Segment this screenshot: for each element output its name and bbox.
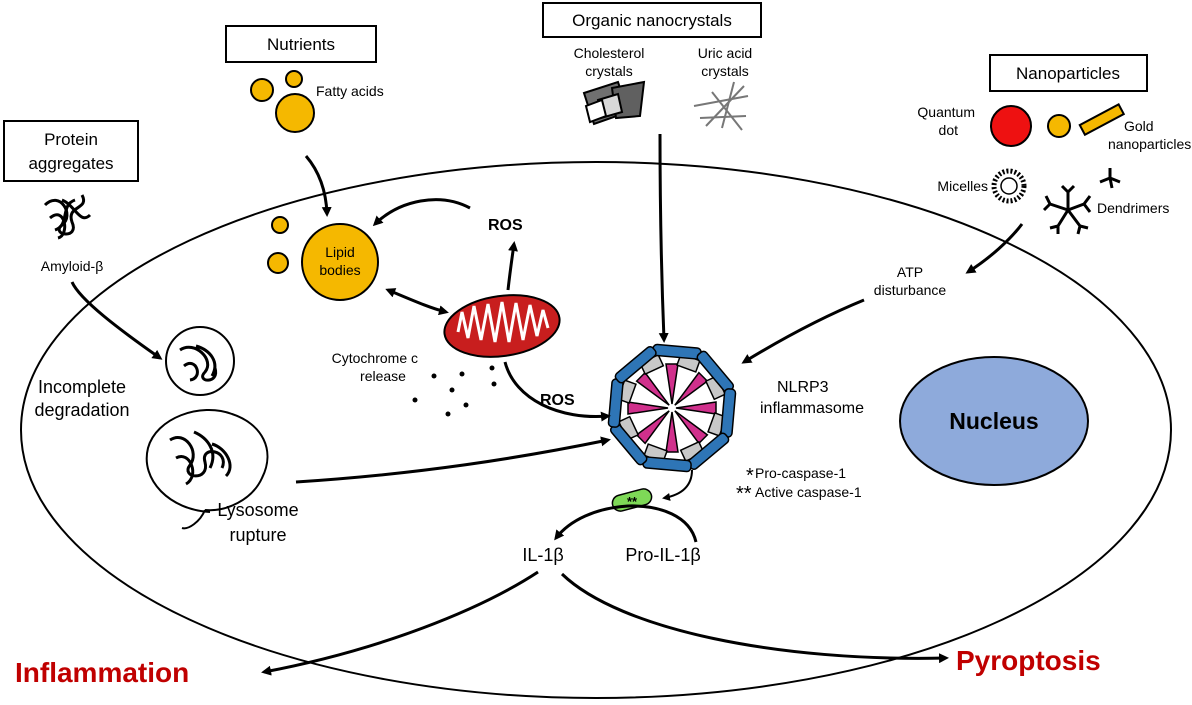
arrow-amyloid-to-autophagosome	[70, 281, 163, 360]
quantum-dot-label: dot	[939, 122, 959, 138]
mitochondrion-icon	[443, 294, 561, 358]
lipid-bodies-label: Lipid	[325, 244, 355, 260]
nanoparticles-box: Nanoparticles	[989, 54, 1148, 92]
arrow-lysosome-to-inflammasome	[295, 436, 611, 484]
pro-caspase-star: *	[746, 465, 754, 487]
gold-rod-icon	[1078, 103, 1126, 137]
autophagosome-icon	[165, 326, 235, 396]
incomplete-degradation-label: degradation	[34, 400, 129, 420]
active-caspase-icon: **	[611, 488, 653, 512]
atp-disturbance-label: disturbance	[874, 282, 947, 298]
box-label: aggregates	[28, 154, 113, 173]
gold-sphere-icon	[1047, 114, 1071, 138]
amyloid-beta-icon	[43, 194, 92, 240]
incomplete-degradation-label: Incomplete	[38, 377, 126, 397]
quantum-dot-icon	[990, 105, 1032, 147]
arrow-mito-to-inflammasome	[503, 361, 611, 422]
arrow-atp-to-inflammasome	[741, 298, 865, 364]
ruptured-lysosome-icon	[145, 409, 269, 530]
arrow-il1b-to-pyroptosis	[560, 572, 949, 664]
nucleus	[899, 356, 1089, 486]
micelles-label: Micelles	[937, 178, 988, 194]
cytochrome-dots	[412, 365, 497, 417]
pro-il1b-label: Pro-IL-1β	[625, 545, 700, 565]
lipid-bodies-label: bodies	[319, 262, 360, 278]
cell-membrane	[20, 161, 1172, 699]
nucleus-label: Nucleus	[949, 408, 1038, 434]
il1b-label: IL-1β	[522, 545, 563, 565]
arrow-pro-il1b-to-il1b	[554, 504, 698, 543]
uric-acid-crystals-label: crystals	[701, 63, 748, 79]
arrow-inflammasome-to-caspase	[662, 469, 693, 501]
pyroptosis-label: Pyroptosis	[956, 645, 1101, 676]
amyloid-beta-label: Amyloid-β	[41, 258, 104, 274]
uric-acid-crystals-icon	[693, 81, 749, 131]
cholesterol-crystals-icon	[582, 80, 646, 126]
fatty-acids-icon	[250, 70, 315, 133]
ros-mid-label: ROS	[540, 392, 575, 409]
gold-nanoparticles-label: Gold	[1124, 118, 1154, 134]
cytochrome-label: Cytochrome c	[332, 350, 418, 366]
atp-disturbance-label: ATP	[897, 264, 923, 280]
box-label: Nanoparticles	[1016, 64, 1120, 83]
cholesterol-crystals-label: Cholesterol	[574, 45, 645, 61]
arrow-nanoparticles-to-atp	[965, 223, 1024, 274]
nlrp3-label: NLRP3	[777, 379, 829, 396]
pro-caspase-label: Pro-caspase-1	[755, 465, 846, 481]
nutrients-box: Nutrients	[225, 25, 377, 63]
active-caspase-stars: **	[736, 483, 752, 505]
cytochrome-label: release	[360, 368, 406, 384]
gold-nanoparticles-label: nanoparticles	[1108, 136, 1191, 152]
active-caspase-marker: **	[627, 494, 638, 509]
ros-top-label: ROS	[488, 217, 523, 234]
box-label: Organic nanocrystals	[572, 11, 732, 30]
dendrimers-label: Dendrimers	[1097, 200, 1169, 216]
fatty-acids-label: Fatty acids	[316, 83, 384, 99]
arrow-lipid-mito	[385, 288, 449, 316]
lipid-bodies-icon	[267, 216, 379, 301]
inflammation-label: Inflammation	[15, 657, 189, 688]
arrow-mito-to-ros	[506, 241, 518, 291]
active-caspase-label: Active caspase-1	[755, 484, 862, 500]
nlrp3-label: inflammasome	[760, 400, 864, 417]
lysosome-rupture-label: rupture	[229, 525, 286, 545]
nlrp3-inflammasome-icon	[607, 343, 737, 473]
box-label: Protein	[44, 130, 98, 149]
arrow-il1b-to-inflammation	[261, 570, 539, 676]
pathway-arrows	[70, 133, 1024, 676]
lysosome-rupture-label: Lysosome	[217, 500, 298, 520]
uric-acid-crystals-label: Uric acid	[698, 45, 752, 61]
protein-aggregates-box: Protein aggregates	[3, 120, 139, 182]
box-label: Nutrients	[267, 35, 335, 54]
arrow-ros-to-lipid	[372, 198, 471, 227]
arrow-fatty-acids-to-lipid	[304, 155, 332, 217]
quantum-dot-label: Quantum	[917, 104, 975, 120]
micelle-icon	[991, 168, 1027, 204]
arrow-crystals-to-inflammasome	[658, 133, 669, 343]
cholesterol-crystals-label: crystals	[585, 63, 632, 79]
dendrimer-icon	[1042, 168, 1121, 235]
organic-nanocrystals-box: Organic nanocrystals	[542, 2, 762, 38]
